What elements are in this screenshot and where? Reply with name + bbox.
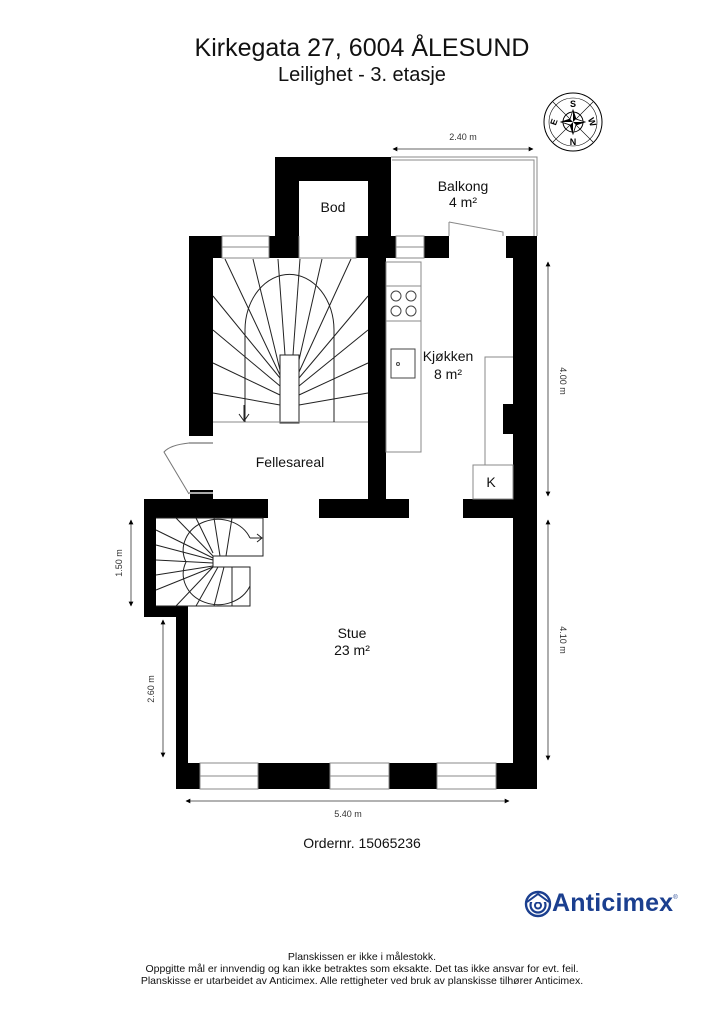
- compass-label-n: N: [570, 137, 577, 147]
- disclaimer: Planskissen er ikke i målestokk. Oppgitt…: [0, 951, 724, 987]
- compass-rose-icon: S N E W: [543, 92, 603, 152]
- room-balkong-label: Balkong: [438, 178, 489, 194]
- disclaimer-line-2: Oppgitte mål er innvendig og kan ikke be…: [145, 963, 579, 975]
- page-subtitle: Leilighet - 3. etasje: [278, 64, 446, 86]
- fridge-label: K: [486, 474, 496, 490]
- brand-name: Anticimex: [552, 889, 674, 917]
- dim-west-wall: 2.60 m: [146, 675, 156, 703]
- disclaimer-line-3: Planskisse er utarbeidet av Anticimex. A…: [140, 975, 584, 987]
- page-title: Kirkegata 27, 6004 ÅLESUND: [194, 34, 530, 62]
- dim-living-length: 4.10 m: [558, 626, 568, 654]
- anticimex-logo: Anticimex ®: [524, 889, 678, 918]
- dim-kitchen-length: 4.00 m: [558, 367, 568, 395]
- room-stue-area: 23 m²: [334, 642, 370, 658]
- staircase-lower: [155, 517, 264, 607]
- kitchen-cabinet: [472, 356, 514, 500]
- anticimex-logo-icon: [524, 890, 552, 917]
- balcony: [391, 156, 538, 236]
- order-number-text: Ordernr. 15065236: [303, 835, 421, 851]
- room-stue-label: Stue: [338, 625, 367, 641]
- room-kjokken-label: Kjøkken: [423, 348, 474, 364]
- room-bod-label: Bod: [321, 199, 346, 215]
- compass-label-s: S: [570, 99, 576, 109]
- windows: [199, 235, 497, 790]
- dimension-lines: [128, 146, 551, 804]
- room-fellesareal-label: Fellesareal: [256, 454, 324, 470]
- kitchen-counter: [385, 261, 422, 453]
- registered-mark: ®: [673, 895, 678, 901]
- compass-label-e: E: [548, 117, 559, 126]
- staircase-upper: [212, 258, 369, 424]
- walls: [144, 157, 537, 789]
- compass-label-w: W: [586, 116, 598, 128]
- dim-balcony-width: 2.40 m: [449, 132, 477, 142]
- order-number: Ordernr. 15065236: [0, 835, 724, 851]
- entrance-door[interactable]: [163, 442, 213, 495]
- room-kjokken-area: 8 m²: [434, 366, 462, 382]
- dim-total-width: 5.40 m: [334, 809, 362, 819]
- dim-stair-width: 1.50 m: [114, 549, 124, 577]
- room-balkong-area: 4 m²: [449, 194, 477, 210]
- disclaimer-line-1: Planskissen er ikke i målestokk.: [287, 951, 437, 963]
